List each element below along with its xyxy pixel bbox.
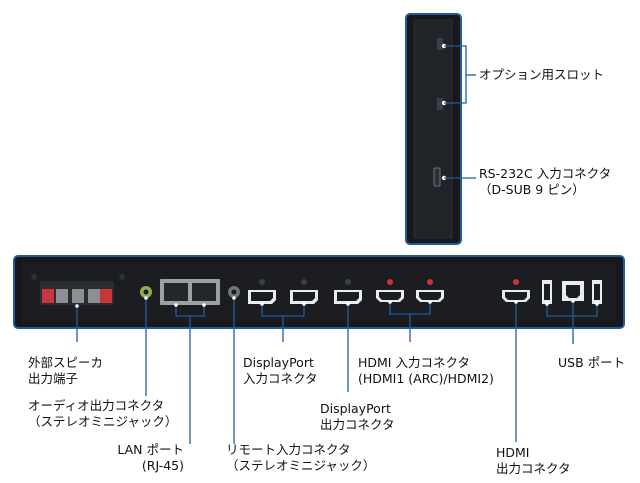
speaker-text-2: 出力端子 — [28, 371, 79, 386]
rs232c-text-1: RS-232C 入力コネクタ — [479, 166, 612, 181]
speaker-text-1: 外部スピーカ — [28, 355, 104, 370]
speaker-terminal-icon — [40, 281, 114, 305]
label-rs232c: RS-232C 入力コネクタ （D-SUB 9 ピン） — [479, 166, 611, 198]
hdmi-out-text-1: HDMI — [496, 445, 530, 460]
leader-dots — [75, 296, 599, 308]
hdmi-out-icon — [502, 279, 530, 302]
rs232c-text-2: （D-SUB 9 ピン） — [479, 182, 585, 197]
label-dp-in: DisplayPort 入力コネクタ — [243, 355, 318, 387]
option-slot-markers — [433, 43, 447, 187]
label-speaker: 外部スピーカ 出力端子 — [28, 355, 103, 387]
label-dp-out: DisplayPort 出力コネクタ — [320, 401, 395, 433]
remote-text-1: リモート入力コネクタ — [226, 442, 351, 457]
hdmi-port-icon — [376, 279, 444, 302]
label-lan: LAN ポート (RJ-45) — [100, 442, 184, 474]
audio-text-2: （ステレオミニジャック） — [28, 414, 178, 429]
dp-out-text-1: DisplayPort — [320, 401, 391, 416]
usb-a-icon — [542, 280, 602, 304]
remote-jack-icon — [228, 286, 240, 298]
audio-jack-icon — [140, 286, 152, 298]
label-hdmi-in: HDMI 入力コネクタ (HDMI1 (ARC)/HDMI2) — [358, 355, 494, 387]
audio-text-1: オーディオ出力コネクタ — [28, 398, 165, 413]
db9-port-icon — [433, 167, 441, 187]
lan-text-2: (RJ-45) — [141, 458, 184, 473]
rj45-port-icon — [160, 279, 220, 305]
hdmi-in-text-2: (HDMI1 (ARC)/HDMI2) — [358, 371, 494, 386]
label-remote: リモート入力コネクタ （ステレオミニジャック） — [226, 442, 375, 474]
label-audio-out: オーディオ出力コネクタ （ステレオミニジャック） — [28, 398, 177, 430]
dp-in-text-2: 入力コネクタ — [243, 371, 318, 386]
label-option-slot: オプション用スロット — [479, 67, 604, 83]
option-slot-text: オプション用スロット — [479, 67, 605, 82]
lan-text-1: LAN ポート — [117, 442, 184, 457]
remote-text-2: （ステレオミニジャック） — [226, 458, 376, 473]
usb-text: USB ポート — [558, 355, 626, 370]
dp-out-text-2: 出力コネクタ — [320, 417, 395, 432]
hdmi-out-text-2: 出力コネクタ — [496, 461, 571, 476]
label-usb: USB ポート — [558, 355, 625, 371]
dp-in-text-1: DisplayPort — [243, 355, 314, 370]
hdmi-in-text-1: HDMI 入力コネクタ — [358, 355, 470, 370]
side-panel — [405, 13, 462, 245]
leader-lines — [76, 45, 598, 444]
label-hdmi-out: HDMI 出力コネクタ — [496, 445, 571, 477]
displayport-icon — [248, 279, 362, 304]
usb-b-icon — [562, 281, 584, 301]
